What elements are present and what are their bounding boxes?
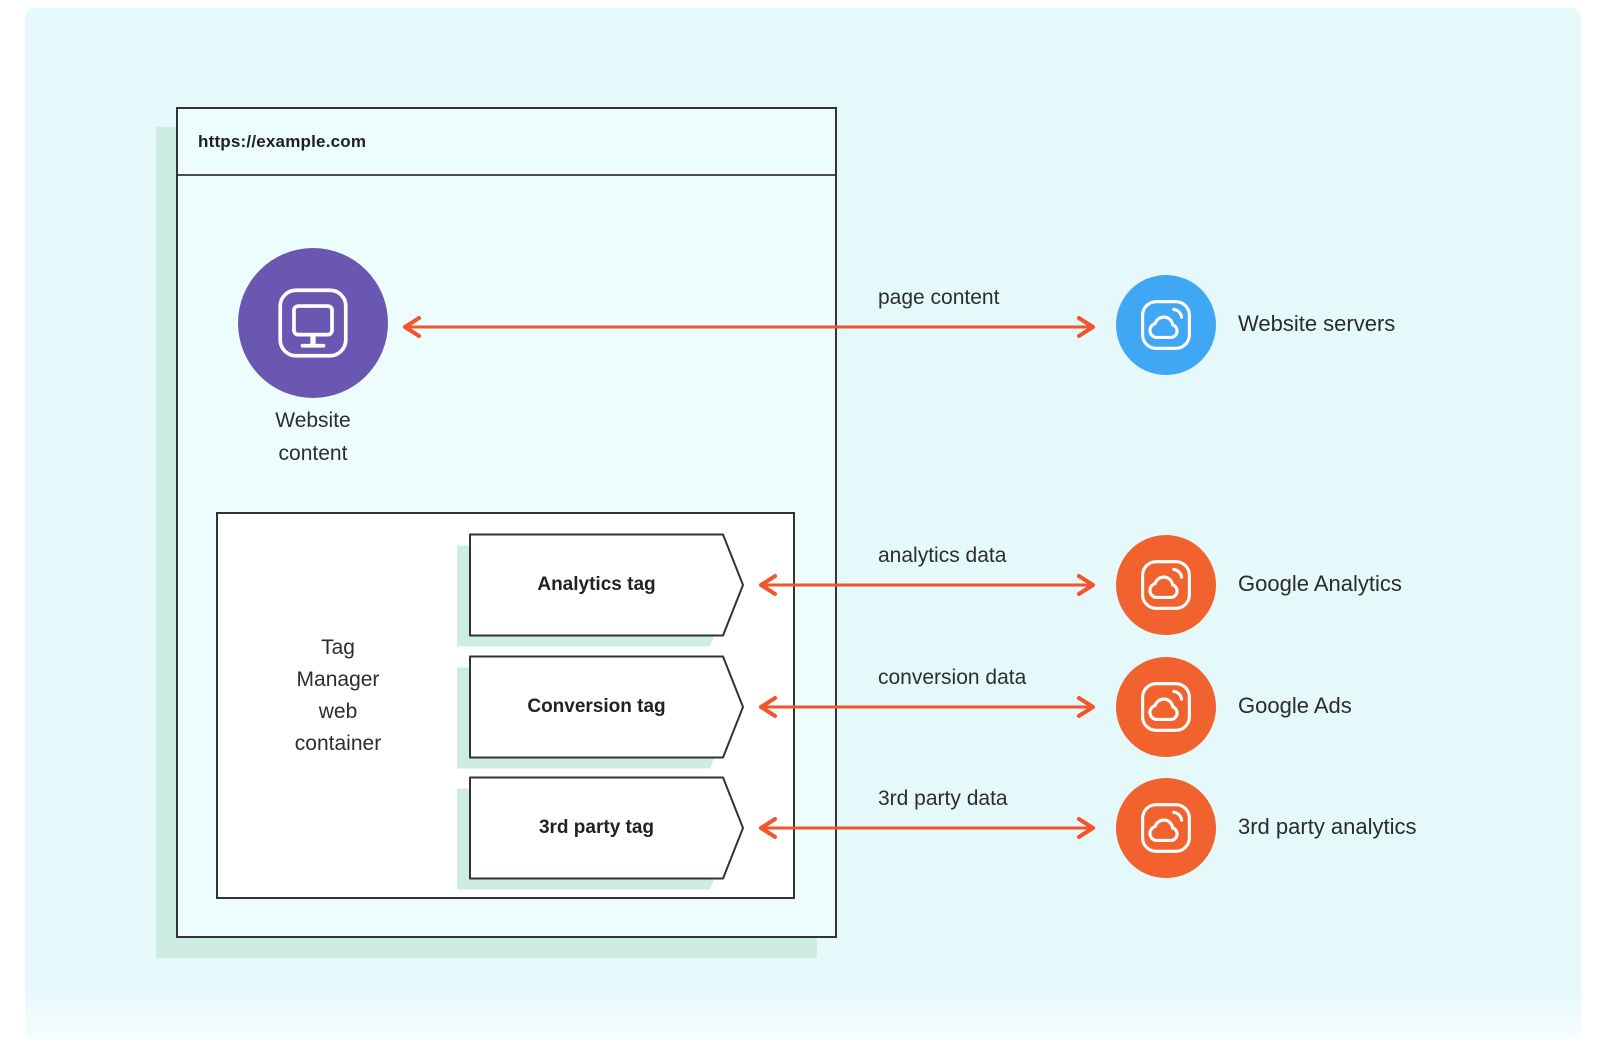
tag-3rd-party: 3rd party tag	[452, 771, 752, 896]
browser-header: https://example.com	[178, 109, 835, 176]
cloud-icon	[1141, 682, 1191, 732]
browser-url: https://example.com	[198, 131, 367, 151]
cloud-icon	[1141, 803, 1191, 853]
connection-label-3rd-party-data: 3rd party data	[878, 787, 1008, 810]
tag-analytics-label: Analytics tag	[537, 573, 656, 595]
endpoint-label-3rd-party-analytics: 3rd party analytics	[1238, 814, 1417, 839]
endpoint-website-servers-node	[1116, 275, 1216, 375]
cloud-icon	[1141, 300, 1191, 350]
endpoint-label-google-ads: Google Ads	[1238, 693, 1352, 718]
tag-outline	[469, 655, 744, 759]
tag-analytics: Analytics tag	[452, 528, 752, 653]
tag-3rd-party-label: 3rd party tag	[538, 816, 655, 838]
tag-pennant-shape	[457, 776, 744, 890]
website-content-node	[238, 248, 388, 398]
connection-label-analytics-data: analytics data	[878, 544, 1007, 567]
endpoint-google-ads-node	[1116, 657, 1216, 757]
tag-manager-label: Tag Manager web container	[294, 636, 382, 755]
tag-outline	[469, 533, 744, 637]
website-content-label: Website content	[275, 409, 351, 465]
tag-pennant-shape	[457, 533, 744, 647]
connection-label-conversion-data: conversion data	[878, 666, 1027, 689]
endpoint-google-analytics-node	[1116, 535, 1216, 635]
tag-pennant-shape	[457, 655, 744, 769]
endpoint-label-website-servers: Website servers	[1238, 311, 1396, 336]
tag-conversion: Conversion tag	[452, 650, 752, 775]
tag-outline	[469, 776, 744, 880]
endpoint-3rd-party-analytics-node	[1116, 778, 1216, 878]
tag-conversion-label: Conversion tag	[527, 695, 666, 717]
cloud-icon	[1141, 560, 1191, 610]
endpoint-label-google-analytics: Google Analytics	[1238, 571, 1402, 596]
connection-label-page-content: page content	[878, 286, 1000, 309]
monitor-icon	[278, 288, 348, 358]
